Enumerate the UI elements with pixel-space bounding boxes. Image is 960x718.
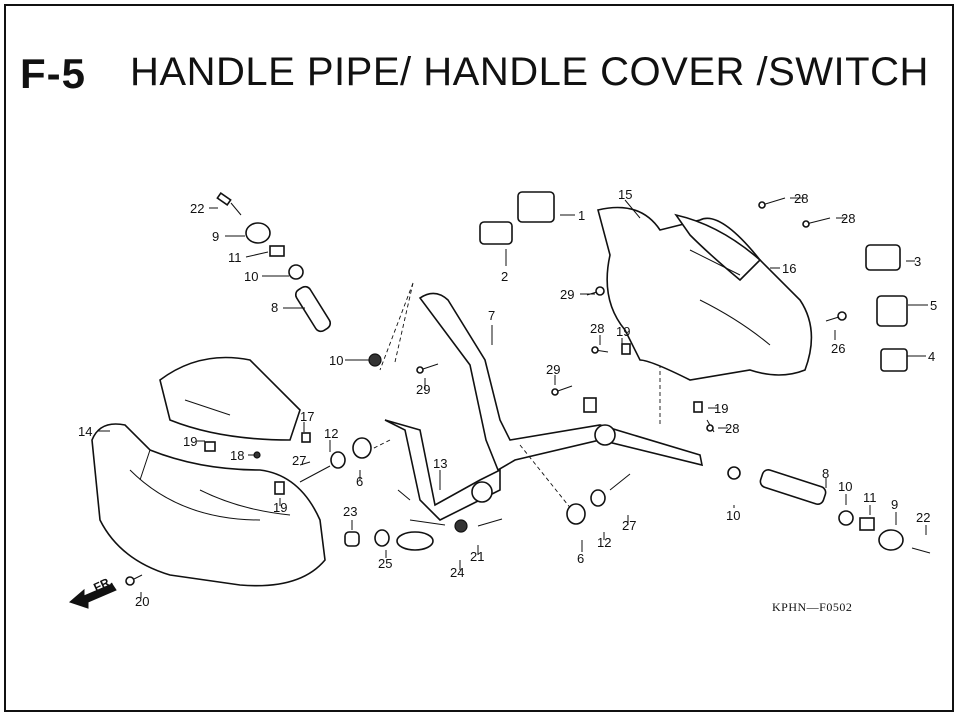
clip xyxy=(693,401,703,413)
callout-label: 28 xyxy=(725,421,739,436)
collar xyxy=(374,529,390,547)
right-grip-assembly xyxy=(727,466,931,554)
callout-label: 29 xyxy=(416,382,430,397)
callout-label: 19 xyxy=(183,434,197,449)
section-title: HANDLE PIPE/ HANDLE COVER /SWITCH xyxy=(130,50,929,94)
callout-label: 29 xyxy=(546,362,560,377)
callout-label: 19 xyxy=(616,324,630,339)
callout-label: 7 xyxy=(488,308,495,323)
callout-label: 19 xyxy=(273,500,287,515)
callout-label: 9 xyxy=(891,497,898,512)
callout-label: 3 xyxy=(914,254,921,269)
callout-label: 12 xyxy=(324,426,338,441)
callout-label: 27 xyxy=(622,518,636,533)
callout-label: 4 xyxy=(928,349,935,364)
screw xyxy=(706,419,715,433)
switch xyxy=(880,348,908,372)
left-grip-assembly xyxy=(216,191,382,367)
switch xyxy=(876,295,908,327)
handle-pipe xyxy=(418,292,704,472)
callout-label: 12 xyxy=(597,535,611,550)
callout-label: 17 xyxy=(300,409,314,424)
nut xyxy=(454,519,468,533)
screw xyxy=(125,574,143,586)
callout-label: 6 xyxy=(356,474,363,489)
clip xyxy=(301,432,311,443)
windscreen xyxy=(159,356,301,441)
damper xyxy=(566,503,586,525)
clip xyxy=(204,441,216,452)
callout-label: 22 xyxy=(916,510,930,525)
callout-label: 11 xyxy=(863,490,877,505)
callout-label: 8 xyxy=(271,300,278,315)
bolt xyxy=(609,473,631,491)
callout-label: 16 xyxy=(782,261,796,276)
clip xyxy=(274,481,285,495)
callout-label: 8 xyxy=(822,466,829,481)
callout-label: 22 xyxy=(190,201,204,216)
screw xyxy=(591,346,609,354)
callout-label: 28 xyxy=(590,321,604,336)
callout-label: 9 xyxy=(212,229,219,244)
callout-label: 25 xyxy=(378,556,392,571)
callout-label: 6 xyxy=(577,551,584,566)
screw xyxy=(416,363,439,374)
callout-label: 13 xyxy=(433,456,447,471)
front-direction-arrow xyxy=(69,583,117,609)
screw xyxy=(825,311,847,322)
clip xyxy=(583,397,597,413)
steering-stem xyxy=(384,419,501,521)
section-id: F-5 xyxy=(20,50,86,97)
callout-label: 18 xyxy=(230,448,244,463)
front-handle-cover xyxy=(91,423,326,587)
clip xyxy=(621,343,631,355)
callout-label: 19 xyxy=(714,401,728,416)
meter-housing xyxy=(674,213,762,282)
switch xyxy=(865,244,901,271)
damper xyxy=(352,437,372,459)
diagram-frame xyxy=(4,4,954,712)
callout-label: 15 xyxy=(618,187,632,202)
switch xyxy=(479,221,513,245)
callout-label: 27 xyxy=(292,453,306,468)
callout-label: 23 xyxy=(343,504,357,519)
callout-label: 24 xyxy=(450,565,464,580)
callout-label: 11 xyxy=(228,250,242,265)
callout-label: 21 xyxy=(470,549,484,564)
callout-label: 10 xyxy=(726,508,740,523)
callout-label: 14 xyxy=(78,424,92,439)
callout-label: 10 xyxy=(838,479,852,494)
bolt xyxy=(477,518,503,527)
callout-label: 2 xyxy=(501,269,508,284)
screw xyxy=(758,197,786,209)
screw xyxy=(802,217,831,228)
switch xyxy=(517,191,555,223)
callout-label: 29 xyxy=(560,287,574,302)
drawing-code: KPHN—F0502 xyxy=(772,600,853,614)
collar xyxy=(590,489,606,507)
collar xyxy=(330,451,346,469)
callout-label: 5 xyxy=(930,298,937,313)
callout-label: 1 xyxy=(578,208,585,223)
bolt xyxy=(299,465,331,483)
collar xyxy=(344,531,360,547)
callout-label: 10 xyxy=(244,269,258,284)
stem-fitting xyxy=(396,531,434,551)
callout-label: 10 xyxy=(329,353,343,368)
callout-label: 20 xyxy=(135,594,149,609)
callout-label: 28 xyxy=(794,191,808,206)
screw xyxy=(551,385,573,396)
callout-label: 26 xyxy=(831,341,845,356)
callout-label: 28 xyxy=(841,211,855,226)
